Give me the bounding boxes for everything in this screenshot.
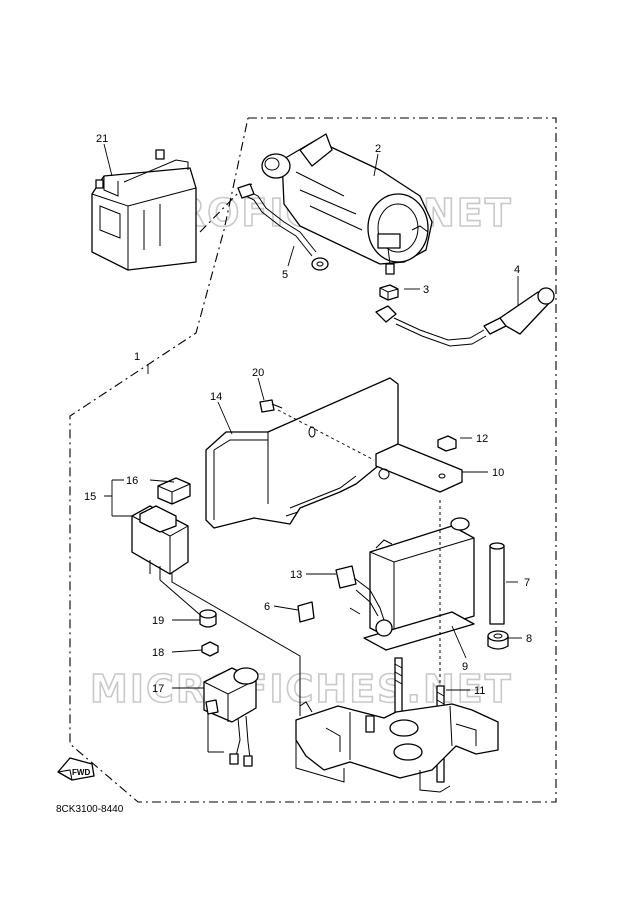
callout-18: 18 bbox=[152, 647, 164, 659]
callout-12: 12 bbox=[476, 433, 488, 445]
callout-15: 15 bbox=[84, 491, 96, 503]
callout-10: 10 bbox=[492, 467, 504, 479]
callout-19: 19 bbox=[152, 615, 164, 627]
coupler-13 bbox=[335, 565, 393, 637]
callout-20: 20 bbox=[252, 367, 264, 379]
callout-8: 8 bbox=[526, 633, 532, 645]
starter-motor bbox=[261, 133, 433, 275]
callout-6: 6 bbox=[264, 601, 270, 613]
bolt-20 bbox=[259, 399, 283, 413]
nut-3 bbox=[379, 284, 399, 301]
control-unit bbox=[369, 517, 475, 641]
battery bbox=[91, 149, 197, 271]
nut-18 bbox=[201, 641, 219, 657]
callout-4: 4 bbox=[514, 264, 520, 276]
starter-cable bbox=[375, 287, 555, 347]
callout-7: 7 bbox=[524, 577, 530, 589]
fuse-16 bbox=[157, 477, 191, 505]
callout-1: 1 bbox=[134, 351, 140, 363]
base-bracket bbox=[295, 701, 499, 793]
fwd-label: FWD bbox=[72, 768, 90, 777]
callout-21: 21 bbox=[96, 133, 108, 145]
callout-2: 2 bbox=[375, 143, 381, 155]
callout-3: 3 bbox=[423, 284, 429, 296]
assembly-outline bbox=[69, 117, 557, 803]
callout-5: 5 bbox=[282, 269, 288, 281]
clip-6 bbox=[297, 601, 315, 623]
collar-7 bbox=[489, 542, 505, 625]
bracket-14 bbox=[205, 377, 399, 529]
bracket-10 bbox=[375, 443, 463, 493]
rubber-plate-9 bbox=[363, 611, 475, 651]
switch-17 bbox=[203, 667, 259, 767]
callout-16: 16 bbox=[126, 475, 138, 487]
grommet-8 bbox=[487, 630, 509, 650]
callout-11: 11 bbox=[474, 685, 485, 697]
relay-wire bbox=[171, 572, 301, 706]
callout-9: 9 bbox=[462, 661, 468, 673]
ground-cable bbox=[237, 183, 329, 271]
fwd-arrow-icon: FWD bbox=[57, 757, 95, 781]
diagram-code: 8CK3100-8440 bbox=[56, 804, 124, 815]
starter-relay bbox=[131, 505, 189, 580]
grommet-19 bbox=[199, 609, 217, 628]
callout-14: 14 bbox=[210, 391, 222, 403]
callout-13: 13 bbox=[290, 569, 302, 581]
nut-12 bbox=[437, 435, 457, 452]
callout-17: 17 bbox=[152, 683, 164, 695]
